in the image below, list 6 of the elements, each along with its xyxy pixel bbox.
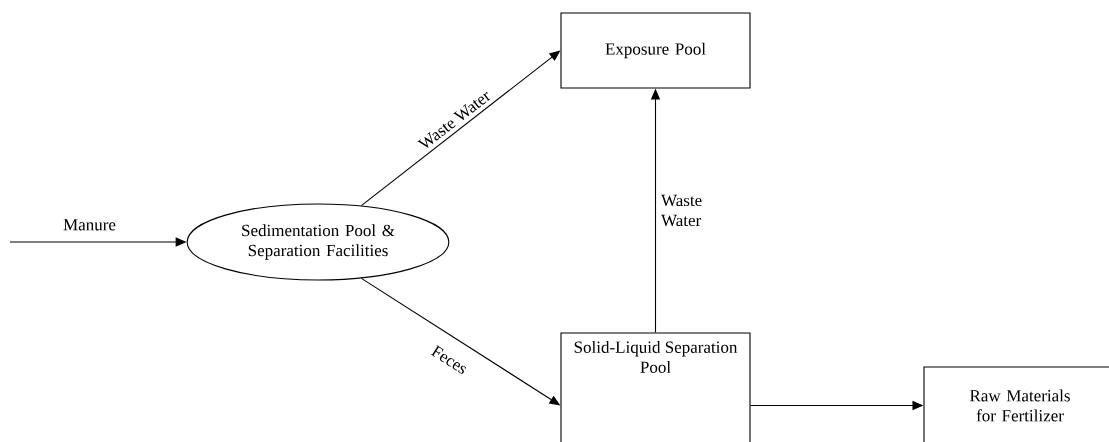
process-box: Raw Materials for Fertilizer — [923, 366, 1109, 442]
edge-label: Waste Water — [416, 87, 494, 153]
edge-label: Waste Water — [660, 193, 713, 228]
process-box: Exposure Pool — [560, 12, 751, 89]
edge-label: Manure — [62, 218, 117, 232]
process-box: Solid-Liquid Separation Pool — [560, 332, 751, 442]
